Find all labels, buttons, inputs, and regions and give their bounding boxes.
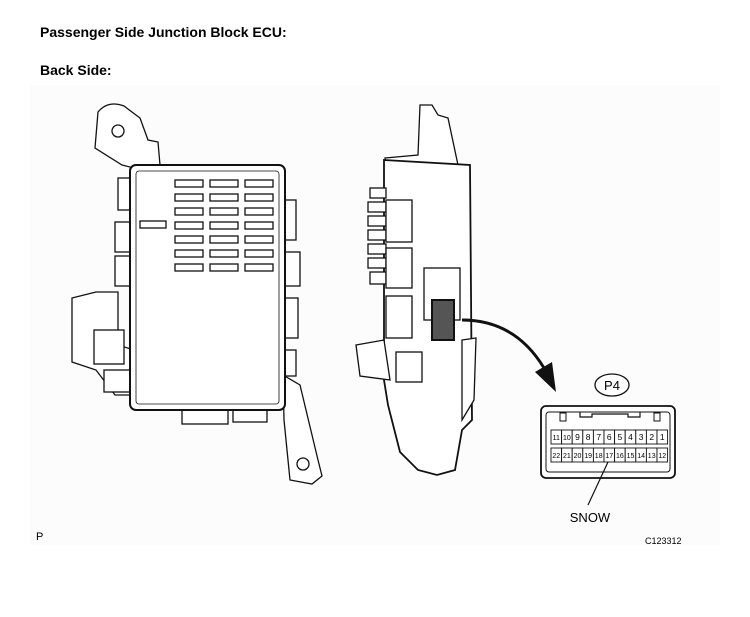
mounting-hole-top [111, 124, 125, 138]
side-lower-block [395, 351, 423, 383]
ecu-body-inner-edge [135, 170, 280, 405]
connector-key [559, 412, 567, 422]
mounting-bracket-bottom [282, 373, 323, 485]
side-connector-block [385, 199, 413, 243]
pin-number: 8 [586, 432, 591, 442]
pin-number: 12 [658, 453, 666, 460]
pointer-arrow [461, 318, 556, 392]
pin-number: 13 [648, 453, 656, 460]
pin-number: 21 [563, 453, 571, 460]
connector-latch [579, 412, 641, 418]
side-connector [93, 329, 125, 365]
pin-number: 20 [574, 453, 582, 460]
pin-number: 1 [660, 432, 665, 442]
pin-number: 14 [637, 453, 645, 460]
pin-number: 5 [618, 432, 623, 442]
connector-housing-inner [545, 411, 671, 473]
pin-number: 11 [553, 435, 560, 442]
side-connector [103, 369, 131, 393]
label-slot [139, 220, 167, 229]
mounting-hole-bottom [296, 457, 310, 471]
pin-number: 15 [627, 453, 635, 460]
pin-number: 18 [595, 453, 603, 460]
section-subtitle: Back Side: [40, 62, 112, 78]
side-connector-block [385, 295, 413, 339]
pin-number: 22 [552, 453, 560, 460]
harness-label: SNOW [570, 510, 611, 525]
pin-cell [656, 447, 669, 463]
ecu-back-view [71, 103, 323, 485]
pin-number: 7 [596, 432, 601, 442]
connector-key [653, 412, 661, 422]
pin-number: 9 [575, 432, 580, 442]
side-part [114, 255, 132, 287]
pin-number: 3 [639, 432, 644, 442]
ecu-side-view [355, 104, 477, 476]
side-lower-part [355, 339, 391, 381]
ecu-main-body [129, 164, 286, 411]
connector-id-label: P4 [604, 378, 620, 393]
figure-code: C123312 [645, 536, 682, 546]
side-right-flange [461, 337, 477, 423]
side-part [114, 221, 132, 253]
pin-number: 10 [563, 435, 571, 442]
side-part [283, 297, 299, 339]
harness-leader-line [587, 461, 609, 506]
page-title: Passenger Side Junction Block ECU: [40, 24, 287, 40]
vent-grid [174, 179, 274, 272]
connector-id-badge [594, 373, 630, 397]
corner-mark: P [36, 531, 43, 543]
pin-number: 6 [607, 432, 612, 442]
pin-number: 17 [605, 453, 613, 460]
pin-number: 2 [649, 432, 654, 442]
pin-cell [656, 429, 669, 445]
pin-number: 4 [628, 432, 633, 442]
highlighted-connector-p4 [431, 299, 455, 341]
side-part [283, 251, 301, 287]
side-connector-block [385, 247, 413, 289]
pin-number: 19 [584, 453, 592, 460]
pin-number: 16 [616, 453, 624, 460]
